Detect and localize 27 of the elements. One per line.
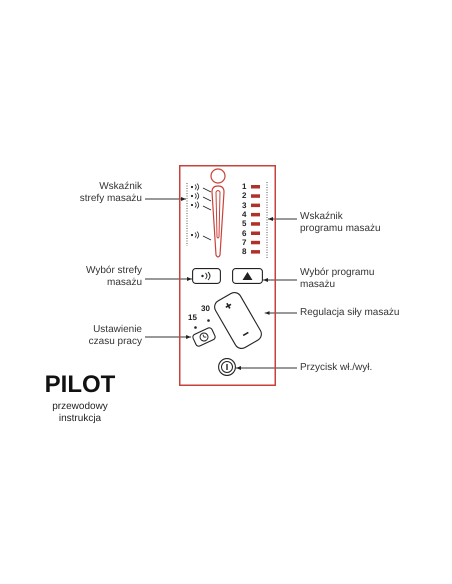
callout-text: Wybór strefy masażu: [84, 265, 142, 289]
arrow: [144, 277, 192, 281]
callout-text: Regulacja siły masażu: [300, 307, 400, 319]
digit-label: 7: [242, 238, 246, 247]
digit-label: 4: [242, 210, 246, 219]
subtitle-text: przewodowy: [51, 401, 109, 413]
callout-text: Wybór programu masażu: [300, 267, 376, 291]
subtitle-text: instrukcja: [58, 413, 102, 425]
digit-label: 2: [242, 191, 246, 200]
timer-label: 15: [188, 313, 197, 322]
arrow: [262, 278, 298, 282]
callout-text: Ustawienie czasu pracy: [88, 324, 142, 348]
digit-label: 1: [242, 182, 246, 191]
callout-text: Wskaźnik programu masażu: [300, 211, 382, 235]
timer-label: 30: [201, 304, 210, 313]
arrow: [236, 366, 298, 370]
callout-text: Wskaźnik strefy masażu: [78, 181, 142, 205]
digit-label: 5: [242, 219, 246, 228]
callout-text: Przycisk wł./wył.: [300, 362, 374, 374]
digit-label: 6: [242, 228, 246, 238]
arrow: [264, 311, 298, 315]
arrow: [144, 335, 192, 339]
arrow: [144, 197, 186, 201]
digit-label: 8: [242, 247, 246, 256]
title: PILOT: [44, 372, 116, 398]
arrow: [268, 217, 298, 221]
digit-label: 3: [242, 200, 246, 210]
